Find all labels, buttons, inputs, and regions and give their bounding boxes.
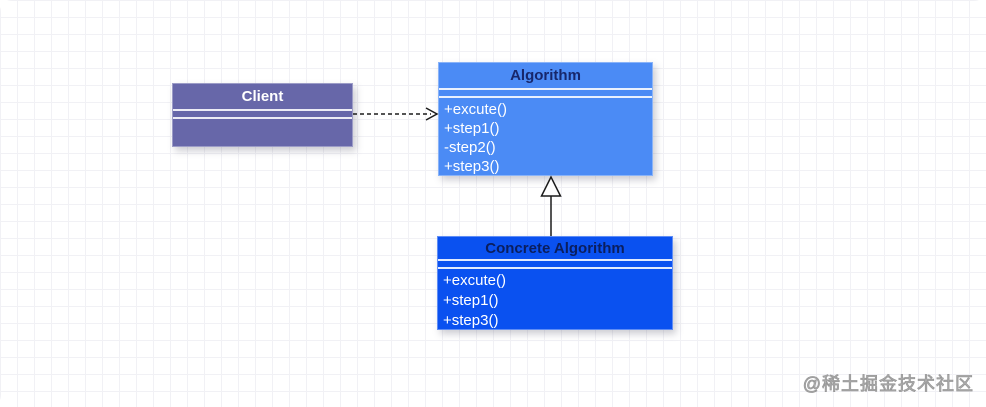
hollow-triangle-icon <box>540 175 562 197</box>
divider <box>438 259 672 261</box>
divider <box>438 267 672 269</box>
divider <box>173 117 352 119</box>
method-row: +step3() <box>444 158 500 175</box>
method-row: +step1() <box>444 120 500 137</box>
methods-section: +excute() +step1() -step2() +step3() <box>439 98 652 175</box>
divider <box>439 88 652 90</box>
method-row: +excute() <box>443 272 506 289</box>
class-title-client: Client <box>241 88 284 105</box>
divider <box>173 109 352 111</box>
class-node-concrete-algorithm[interactable]: Concrete Algorithm +excute() +step1() +s… <box>437 236 673 330</box>
open-arrowhead-icon <box>425 107 439 121</box>
class-node-client[interactable]: Client <box>172 83 353 147</box>
watermark-text: @稀土掘金技术社区 <box>802 374 974 395</box>
class-title-algorithm: Algorithm <box>510 67 581 84</box>
divider <box>439 96 652 98</box>
methods-section: +excute() +step1() +step3() <box>438 269 672 329</box>
generalization-edge-concrete-to-algorithm[interactable] <box>540 175 562 236</box>
association-edge-client-to-algorithm[interactable] <box>353 107 439 121</box>
method-row: -step2() <box>444 139 496 156</box>
method-row: +step3() <box>443 312 499 329</box>
method-row: +excute() <box>444 101 507 118</box>
methods-section-empty <box>173 119 352 146</box>
class-node-algorithm[interactable]: Algorithm +excute() +step1() -step2() +s… <box>438 62 653 176</box>
class-title-concrete-algorithm: Concrete Algorithm <box>485 239 625 257</box>
method-row: +step1() <box>443 292 499 309</box>
